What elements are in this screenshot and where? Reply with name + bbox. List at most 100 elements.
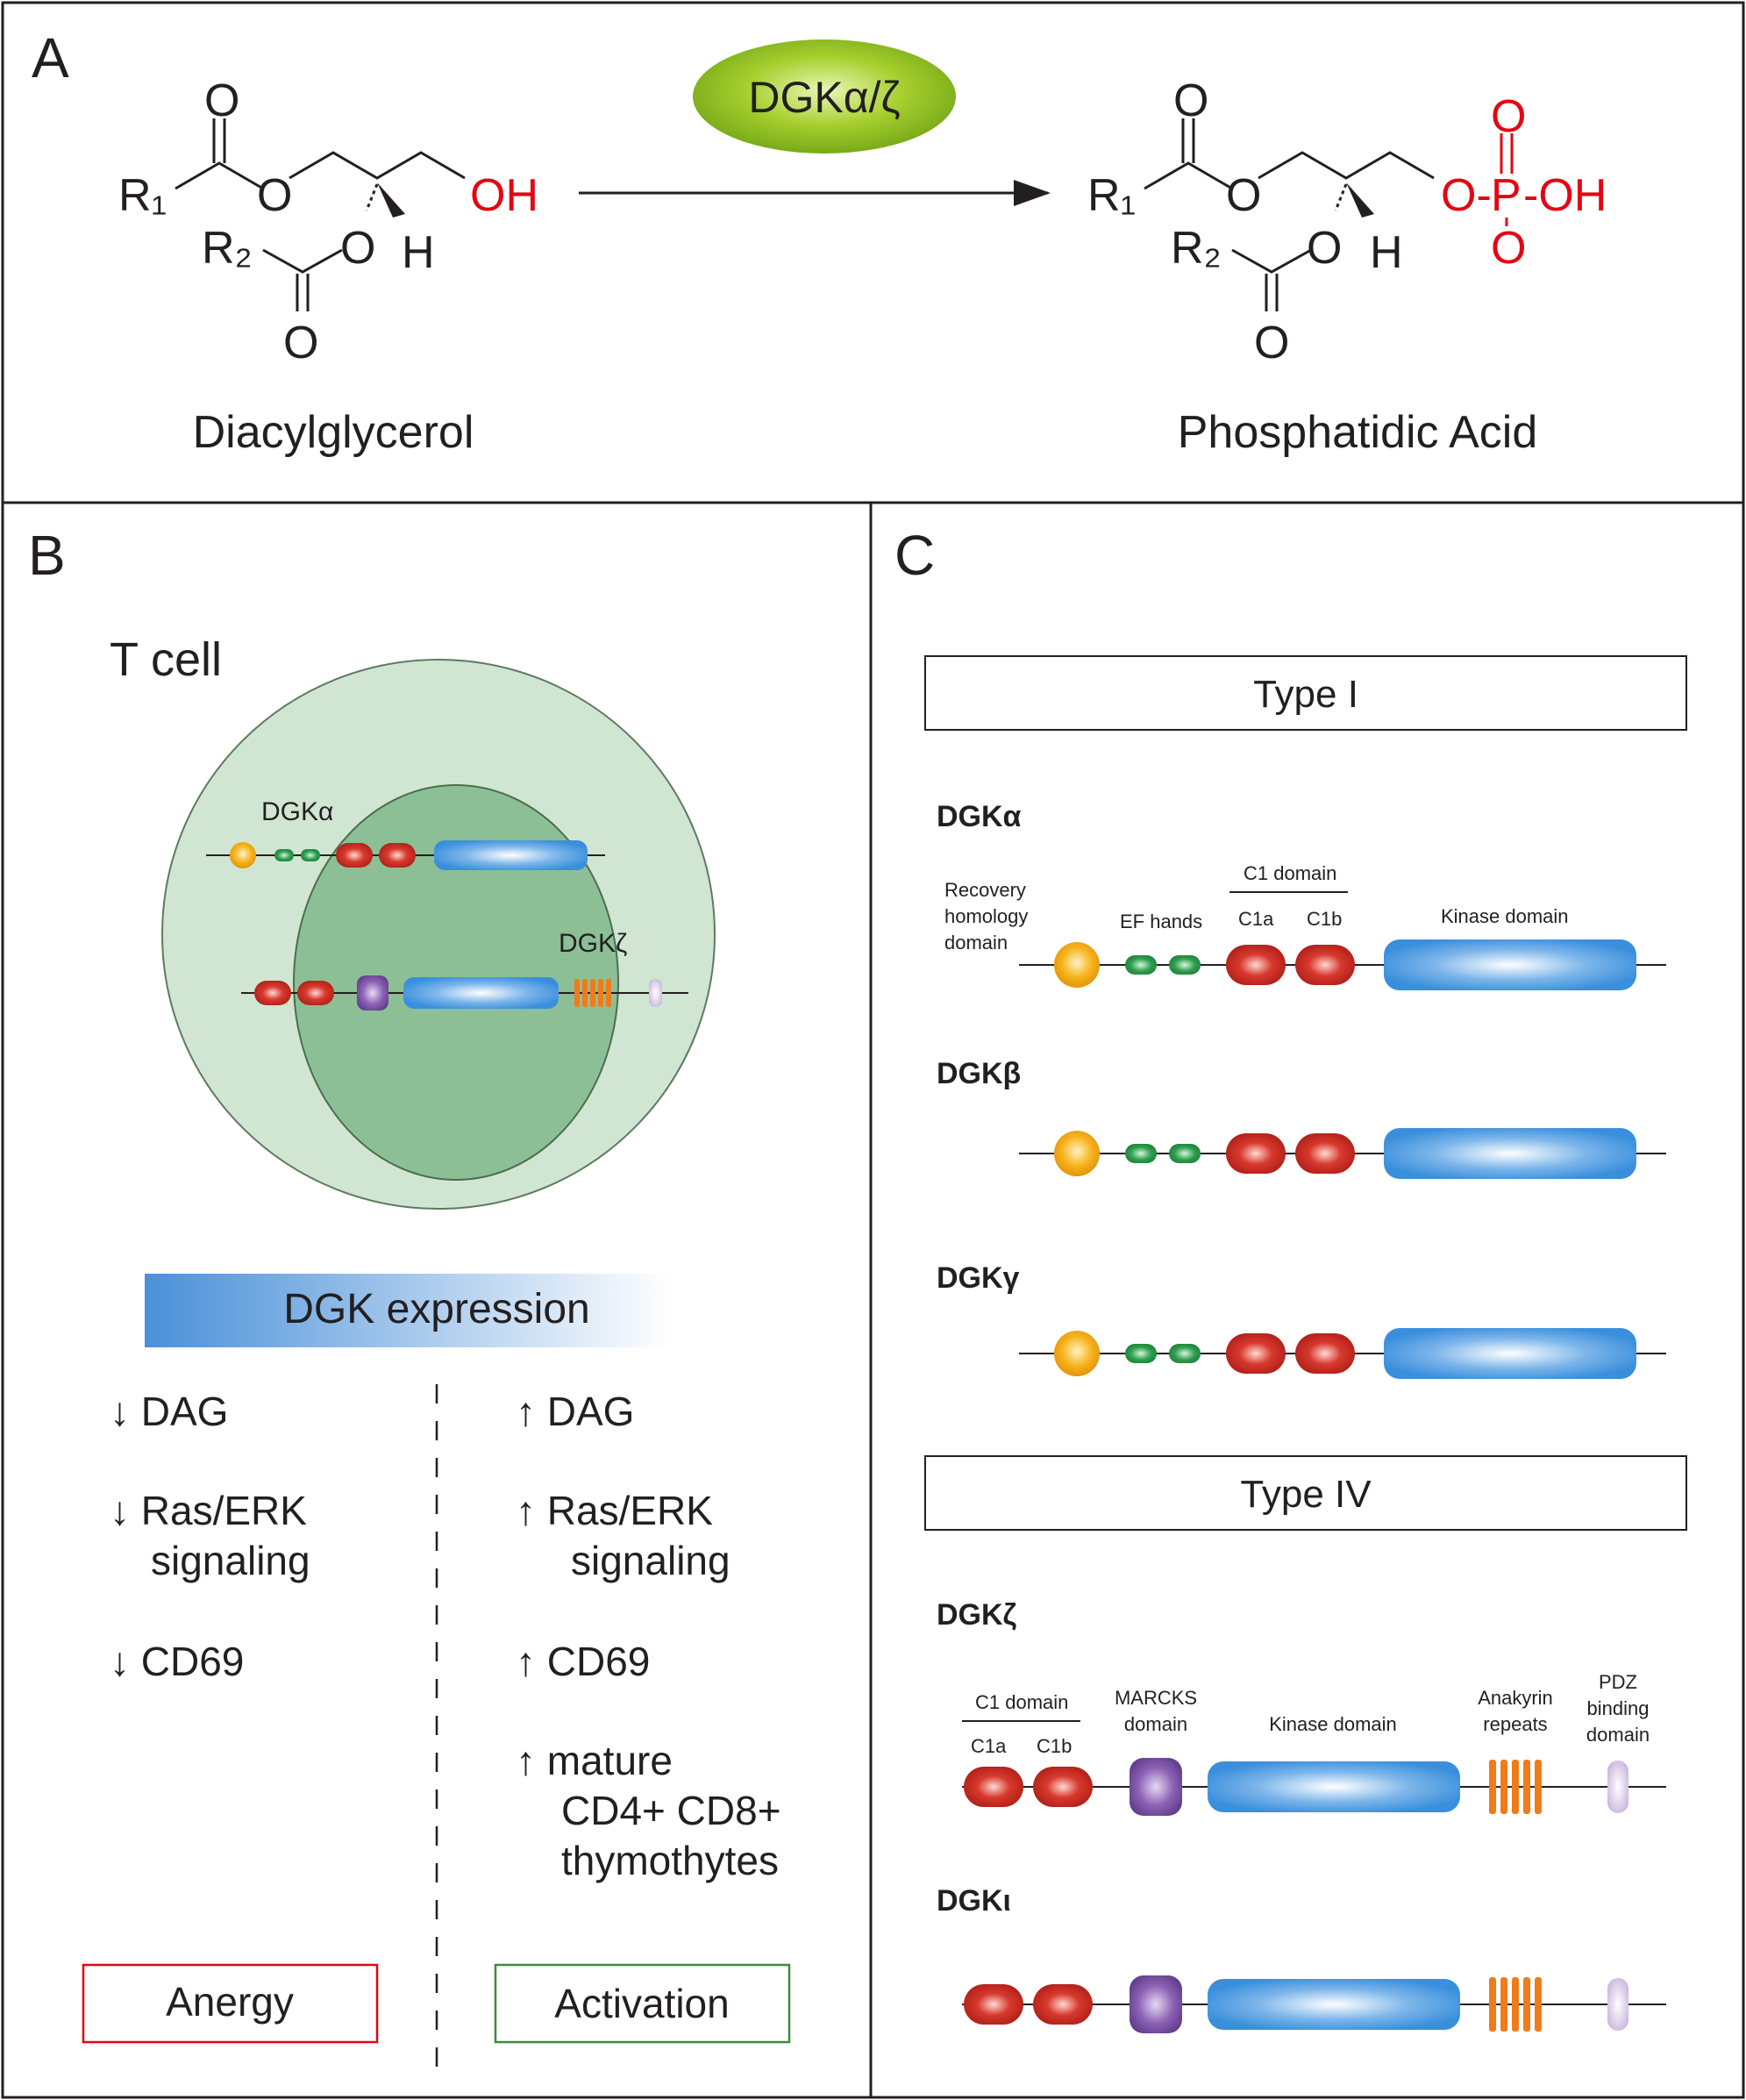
atom-o: O: [1307, 223, 1342, 274]
atom-oh: OH: [470, 170, 538, 221]
bond: [175, 161, 264, 190]
panel-b-letter: B: [28, 524, 66, 587]
recovery-label-line1: Recovery: [944, 879, 1026, 901]
recovery-domain-icon: [1054, 942, 1100, 988]
atom-h: H: [402, 227, 435, 278]
atom-o: O: [204, 75, 239, 126]
kinase-domain-icon: [1384, 939, 1636, 990]
bond: [262, 248, 343, 274]
bond-hashed: [365, 183, 379, 211]
c1a-domain-icon: [964, 1767, 1023, 1807]
c1b-domain-icon: [1295, 1133, 1355, 1174]
c1-domain-icon: [379, 843, 416, 868]
isoform-gamma-label: DGKγ: [937, 1261, 1020, 1295]
kinase-domain-icon: [434, 840, 588, 870]
c1b-label: C1b: [1307, 908, 1342, 930]
enzyme-ellipse: [693, 39, 956, 154]
marcks-domain-icon: [357, 975, 388, 1011]
c1-domain-label: C1 domain: [1244, 862, 1336, 884]
ef-hand-icon: [301, 849, 320, 861]
low-dag: ↓ DAG: [110, 1389, 228, 1434]
ef-hand-icon: [1169, 1344, 1201, 1363]
type-i-box: [924, 655, 1687, 731]
panel-b: B T cell DGKα DGKζ DGK expression: [28, 524, 791, 2070]
atom-o: O: [340, 223, 375, 274]
dgk-expression-label: DGK expression: [283, 1286, 589, 1332]
dgkz-label: DGKζ: [559, 929, 627, 958]
kinase-domain-icon: [1208, 1979, 1460, 2030]
panel-c: C Type I DGKα Recovery homology domain E…: [894, 524, 1687, 2033]
high-mature-line1: ↑ mature: [516, 1738, 673, 1783]
ef-hand-icon: [1169, 955, 1201, 975]
c1-domain-icon: [254, 981, 291, 1005]
high-ras-line1: ↑ Ras/ERK: [516, 1488, 713, 1533]
marcks-domain-icon: [1130, 1758, 1182, 1816]
ankyrin-repeats-icon: [1489, 1760, 1542, 1814]
kinase-domain-icon: [1384, 1128, 1636, 1179]
activation-label: Activation: [554, 1981, 729, 2026]
atom-o: O: [1173, 75, 1208, 126]
phosphatidic-acid-structure: R₁ O O O H R₂ O O- P -OH O O: [1087, 75, 1607, 368]
high-ras-line2: signaling: [571, 1538, 730, 1583]
recovery-domain-icon: [1054, 1131, 1100, 1176]
t-cell-label: T cell: [110, 633, 222, 686]
high-cd69: ↑ CD69: [516, 1639, 650, 1684]
atom-h: H: [1370, 227, 1403, 278]
ef-hand-icon: [1169, 1144, 1201, 1163]
atom-r1: R₁: [118, 170, 167, 221]
ankyrin-repeats-icon: [1489, 1977, 1542, 2032]
c1a-domain-icon: [1226, 945, 1286, 985]
c1a-domain-icon: [1226, 1333, 1286, 1374]
ef-hands-label: EF hands: [1120, 911, 1202, 932]
c1-domain-label: C1 domain: [975, 1691, 1068, 1713]
atom-o: O: [283, 318, 318, 368]
dgk-beta-schematic: [1019, 1128, 1666, 1179]
high-dag: ↑ DAG: [516, 1389, 634, 1434]
dgk-iota-schematic: [962, 1975, 1666, 2033]
c1a-domain-icon: [964, 1984, 1023, 2025]
kinase-domain-label: Kinase domain: [1269, 1713, 1397, 1735]
bond: [1231, 248, 1312, 274]
type-i-label: Type I: [1253, 673, 1358, 716]
dgk-expression-bar: [145, 1274, 671, 1347]
ef-hand-icon: [1125, 955, 1157, 975]
activation-box: [494, 1963, 791, 2044]
c1b-domain-icon: [1033, 1984, 1093, 2025]
atom-r2: R₂: [1171, 223, 1222, 274]
atom-o: O: [1254, 318, 1289, 368]
c1b-domain-icon: [1295, 945, 1355, 985]
ef-hand-icon: [1125, 1344, 1157, 1363]
low-ras-line2: signaling: [151, 1538, 310, 1583]
atom-o: O: [1491, 223, 1526, 274]
marcks-domain-icon: [1130, 1975, 1182, 2033]
c1b-domain-icon: [1033, 1767, 1093, 1807]
diacylglycerol-structure: R₁ O O O H R₂ OH O: [118, 75, 538, 368]
ankyrin-label-line1: Anakyrin: [1478, 1687, 1553, 1709]
type-iv-box: [924, 1455, 1687, 1531]
atom-o: O: [1226, 170, 1261, 221]
kinase-domain-icon: [1384, 1328, 1636, 1379]
atom-p: P: [1491, 170, 1522, 221]
atom-r1: R₁: [1087, 170, 1136, 221]
marcks-label-line2: domain: [1124, 1713, 1187, 1735]
anergy-box: [82, 1963, 379, 2044]
c1a-label: C1a: [1238, 908, 1274, 930]
bond: [1144, 161, 1233, 190]
isoform-iota-label: DGKι: [937, 1884, 1011, 1918]
c1-domain-icon: [336, 843, 373, 868]
kinase-domain-label: Kinase domain: [1441, 905, 1569, 927]
atom-o: O: [1491, 91, 1526, 142]
atom-o-dash: O-: [1441, 170, 1492, 221]
panel-a: A R₁ O O O H R₂ OH O Diacylglycerol DGKα…: [32, 26, 1607, 458]
kinase-domain-icon: [1208, 1761, 1460, 1812]
panel-a-letter: A: [32, 26, 69, 89]
pdz-label-line2: binding: [1587, 1697, 1650, 1719]
pdz-label-line3: domain: [1586, 1724, 1650, 1746]
pdz-binding-icon: [649, 979, 662, 1007]
ankyrin-label-line2: repeats: [1483, 1713, 1547, 1735]
ef-hand-icon: [1125, 1144, 1157, 1163]
pdz-binding-icon: [1607, 1978, 1628, 2031]
isoform-zeta-label: DGKζ: [937, 1598, 1017, 1632]
c1a-domain-icon: [1226, 1133, 1286, 1174]
high-mature-line2: CD4+ CD8+: [561, 1788, 781, 1833]
